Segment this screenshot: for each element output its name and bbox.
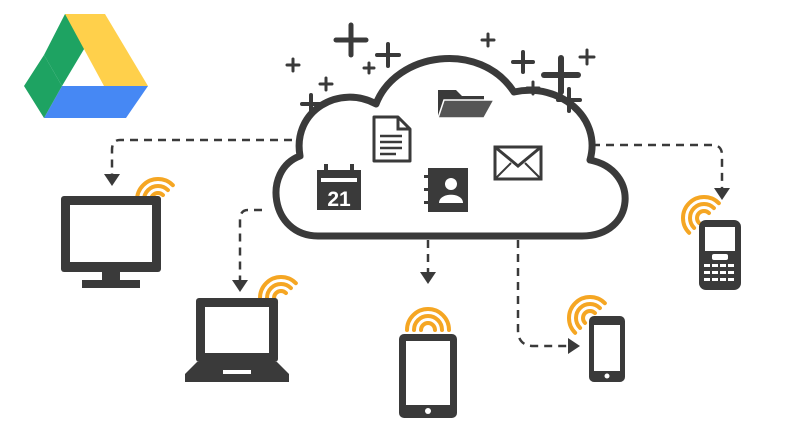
wifi-blackberry xyxy=(681,195,721,235)
wifi-tablet xyxy=(405,307,451,332)
wifi-smartphone xyxy=(567,295,607,335)
calendar-day-number: 21 xyxy=(327,188,351,211)
google-drive-logo xyxy=(24,14,148,118)
tablet-icon xyxy=(399,334,457,418)
contacts-icon xyxy=(424,168,468,212)
desktop-monitor-icon xyxy=(61,196,161,288)
document-icon xyxy=(372,115,412,163)
sparkle-plus-signs xyxy=(285,22,596,115)
smartphone-icon xyxy=(589,316,625,382)
connector-arrowheads xyxy=(104,174,730,354)
dashed-connectors xyxy=(110,138,724,348)
mail-icon xyxy=(493,145,543,181)
cloud-shape xyxy=(272,55,629,240)
blackberry-phone-icon xyxy=(699,220,741,290)
laptop-icon xyxy=(185,298,289,382)
calendar-icon: 21 xyxy=(317,164,361,211)
folder-icon xyxy=(436,90,496,119)
